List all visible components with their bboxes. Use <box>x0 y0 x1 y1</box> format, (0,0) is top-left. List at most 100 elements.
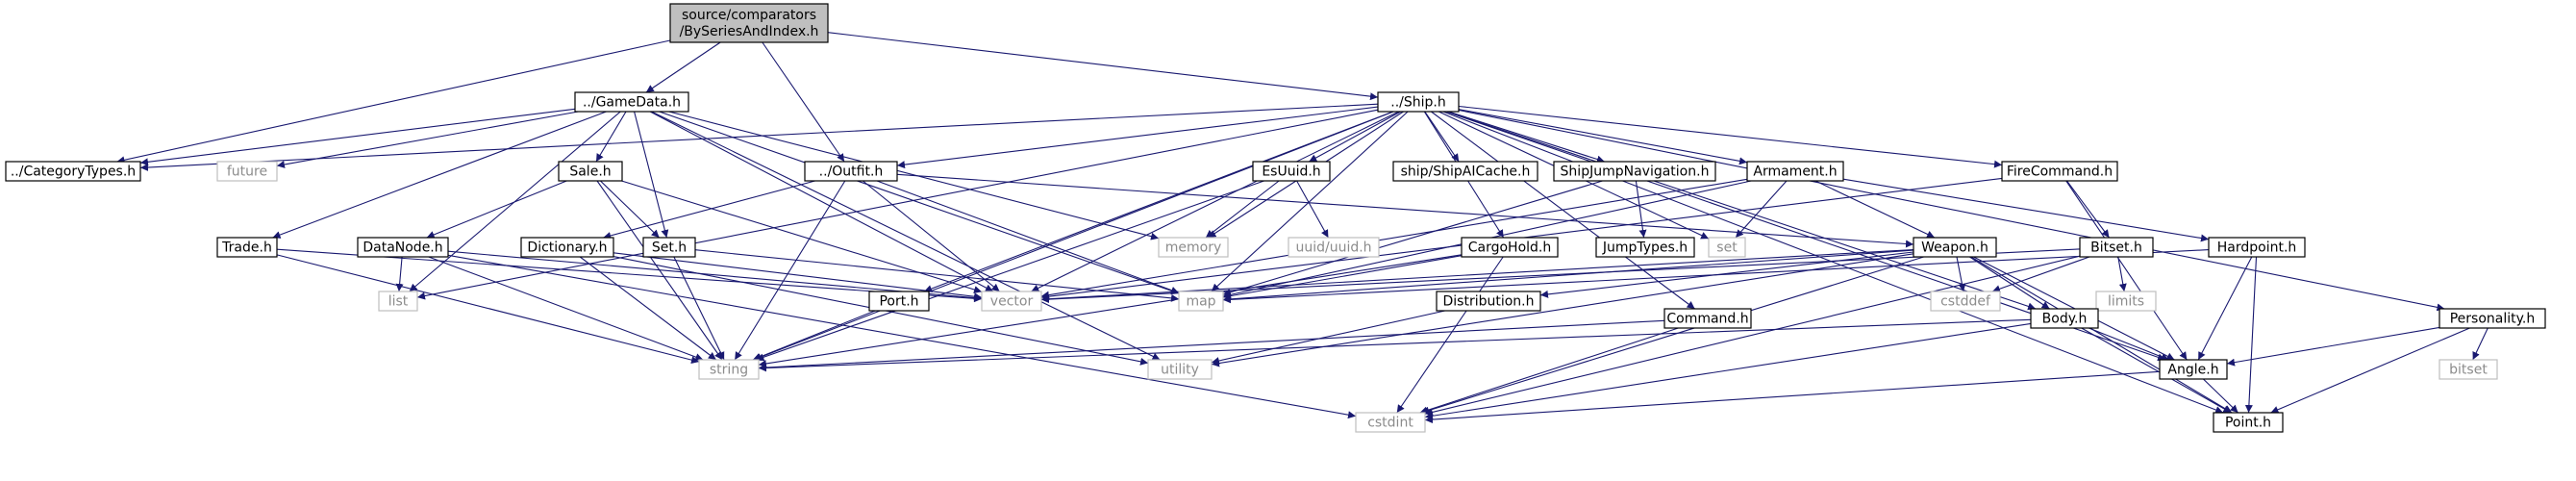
node-box-cargohold <box>1461 237 1559 258</box>
node-box-outfit <box>804 161 898 182</box>
edge-command-to-string <box>758 319 1665 371</box>
edge-datanode-to-vector <box>447 250 983 302</box>
edge-gamedata-to-map <box>659 111 1180 295</box>
node-memory: memory <box>1158 237 1229 258</box>
edge-shipjumpnav-to-map <box>1222 180 1603 296</box>
edge-bitset_h-to-cstddef <box>1991 256 2090 293</box>
node-point[interactable]: Point.h <box>2213 412 2284 433</box>
edges-layer <box>116 32 2488 424</box>
node-box-shipaicache <box>1392 161 1538 182</box>
node-personality[interactable]: Personality.h <box>2438 308 2546 329</box>
node-label-esuuid: EsUuid.h <box>1262 165 1320 180</box>
edge-ship-to-shipaicache <box>1424 111 1460 163</box>
edge-ship-to-list <box>416 109 1379 300</box>
node-ship[interactable]: ../Ship.h <box>1377 91 1460 113</box>
node-datanode[interactable]: DataNode.h <box>357 237 449 258</box>
node-bitset_h[interactable]: Bitset.h <box>2079 237 2154 258</box>
node-box-memory <box>1158 237 1229 258</box>
node-shipjumpnav[interactable]: ShipJumpNavigation.h <box>1553 161 1716 182</box>
node-label-datanode: DataNode.h <box>363 240 442 256</box>
edge-command-to-cstdint <box>1419 327 1679 415</box>
edge-src-to-outfit <box>762 41 845 163</box>
node-cargohold[interactable]: CargoHold.h <box>1461 237 1559 258</box>
node-shipaicache[interactable]: ship/ShipAICache.h <box>1392 161 1538 182</box>
edge-body-to-point <box>2081 327 2232 414</box>
node-src[interactable]: source/comparators/BySeriesAndIndex.h <box>669 3 829 43</box>
node-set: set <box>1708 237 1746 258</box>
node-label-point: Point.h <box>2225 416 2271 431</box>
node-box-cstdint <box>1355 412 1426 433</box>
node-label-gamedata: ../GameData.h <box>583 95 681 111</box>
node-label-src-line1: source/comparators <box>682 8 816 23</box>
node-uuid: uuid/uuid.h <box>1288 237 1380 258</box>
node-string: string <box>698 359 760 380</box>
node-label-angle: Angle.h <box>2167 363 2218 378</box>
edge-ship-to-personality <box>1458 109 2445 312</box>
node-jumptypes[interactable]: JumpTypes.h <box>1595 237 1695 258</box>
edge-src-to-categorytypes <box>116 39 671 165</box>
edge-weapon-to-map <box>1222 249 1914 303</box>
node-box-categorytypes <box>5 161 141 182</box>
node-box-datanode <box>357 237 449 258</box>
node-label-dictionary: Dictionary.h <box>527 240 607 256</box>
node-label-uuid: uuid/uuid.h <box>1295 240 1371 256</box>
edge-port-to-string <box>752 310 876 361</box>
node-label-distribution: Distribution.h <box>1443 294 1535 310</box>
node-dictionary[interactable]: Dictionary.h <box>520 237 614 258</box>
node-weapon[interactable]: Weapon.h <box>1913 237 1997 258</box>
edge-weapon-to-body <box>1969 256 2050 310</box>
node-trade[interactable]: Trade.h <box>216 237 278 258</box>
edge-cargohold-to-cstdint <box>1396 256 1504 414</box>
node-armament[interactable]: Armament.h <box>1746 161 1844 182</box>
edge-outfit-to-vector <box>863 180 1000 292</box>
edge-cargohold-to-map <box>1222 255 1463 300</box>
node-sale[interactable]: Sale.h <box>558 161 623 182</box>
node-utility: utility <box>1147 359 1213 380</box>
edge-datanode-to-cstdint <box>447 254 1357 419</box>
edge-gamedata-to-utility <box>651 111 1161 361</box>
node-label-armament: Armament.h <box>1753 165 1837 180</box>
node-angle[interactable]: Angle.h <box>2159 359 2228 380</box>
node-command[interactable]: Command.h <box>1663 308 1752 329</box>
node-label-bitset_h: Bitset.h <box>2090 240 2142 256</box>
edge-dictionary-to-vector <box>613 252 983 301</box>
node-gamedata[interactable]: ../GameData.h <box>574 91 689 113</box>
node-set_h[interactable]: Set.h <box>642 237 696 258</box>
node-box-command <box>1663 308 1752 329</box>
edge-body-to-cstdint <box>1424 322 2032 420</box>
edge-sale-to-vector <box>621 180 983 293</box>
edge-set_h-to-map <box>694 249 1180 302</box>
node-label-weapon: Weapon.h <box>1921 240 1988 256</box>
node-label-sale: Sale.h <box>569 165 611 180</box>
edge-gamedata-to-memory <box>668 111 1160 240</box>
node-outfit[interactable]: ../Outfit.h <box>804 161 898 182</box>
node-cstdint: cstdint <box>1355 412 1426 433</box>
node-label-utility: utility <box>1161 363 1199 378</box>
node-label-limits: limits <box>2108 294 2144 310</box>
node-box-sale <box>558 161 623 182</box>
edge-dictionary-to-string <box>579 256 717 361</box>
edge-gamedata-to-trade <box>272 111 607 239</box>
node-body[interactable]: Body.h <box>2030 308 2099 329</box>
node-firecommand[interactable]: FireCommand.h <box>2001 161 2118 182</box>
node-label-categorytypes: ../CategoryTypes.h <box>11 165 136 180</box>
edge-armament-to-set <box>1735 180 1788 239</box>
node-bitset: bitset <box>2438 359 2498 380</box>
node-label-body: Body.h <box>2042 312 2088 327</box>
node-box-jumptypes <box>1595 237 1695 258</box>
edge-gamedata-to-sale <box>595 111 627 163</box>
node-esuuid[interactable]: EsUuid.h <box>1252 161 1331 182</box>
node-categorytypes[interactable]: ../CategoryTypes.h <box>5 161 141 182</box>
edge-sale-to-set_h <box>600 180 660 239</box>
edge-gamedata-to-future <box>276 111 579 168</box>
node-label-map: map <box>1186 294 1215 310</box>
node-label-list: list <box>388 294 409 310</box>
node-distribution[interactable]: Distribution.h <box>1436 291 1541 312</box>
node-label-cstddef: cstddef <box>1940 294 1991 310</box>
node-port[interactable]: Port.h <box>868 291 930 312</box>
node-hardpoint[interactable]: Hardpoint.h <box>2208 237 2306 258</box>
edge-armament-to-vector <box>1040 178 1748 299</box>
edge-angle-to-point <box>2203 378 2238 414</box>
edge-weapon-to-distribution <box>1539 251 1914 298</box>
